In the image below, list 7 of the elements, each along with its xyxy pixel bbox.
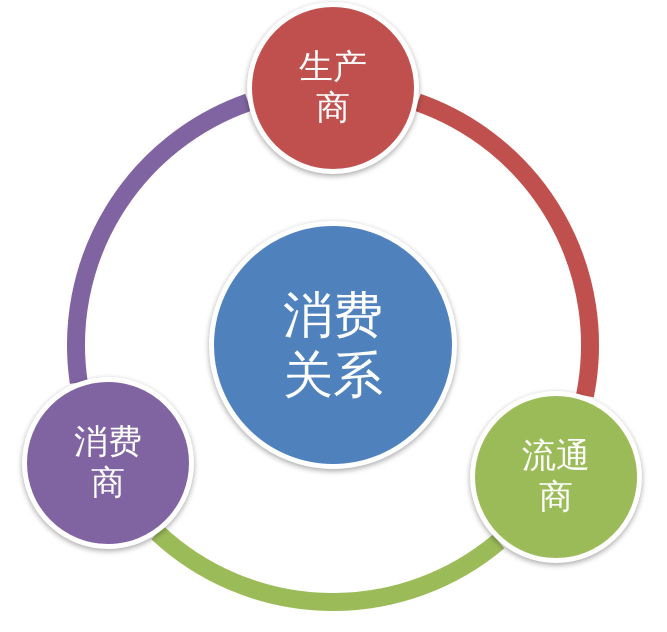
ring-arc-connector (152, 526, 504, 611)
ring-arc-connector (414, 94, 599, 397)
node-label: 消费关系 (283, 285, 383, 405)
node-label: 消费商 (74, 422, 142, 504)
ring-arc-connector (67, 94, 252, 384)
node-label: 流通商 (522, 436, 590, 518)
node-label: 生产商 (299, 47, 367, 129)
